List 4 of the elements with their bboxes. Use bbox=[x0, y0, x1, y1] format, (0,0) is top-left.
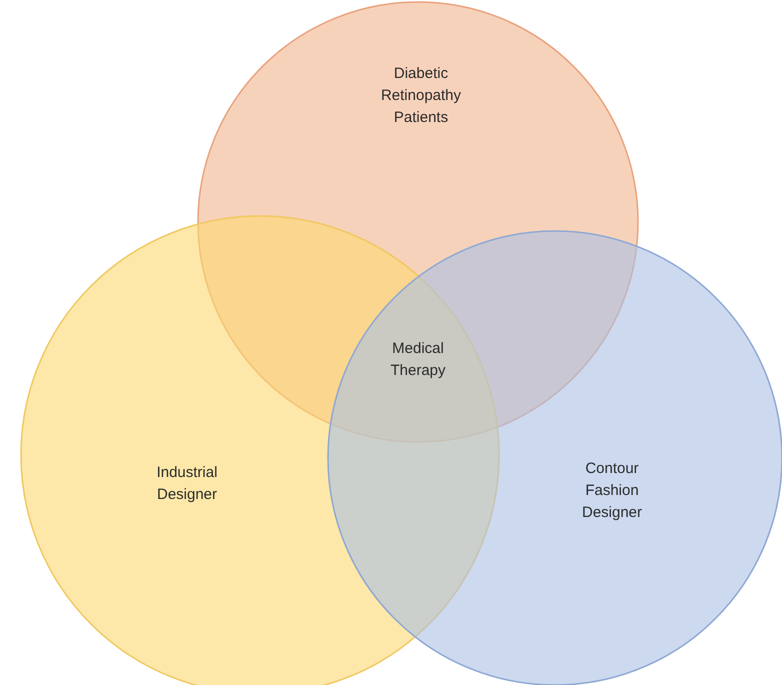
circle-label: Industrial Designer bbox=[156, 463, 218, 505]
circle-label: Contour Fashion Designer bbox=[580, 459, 644, 523]
overlap-label: Medical Therapy bbox=[389, 339, 447, 381]
circle-label: Diabetic Retinopathy Patients bbox=[380, 64, 462, 128]
